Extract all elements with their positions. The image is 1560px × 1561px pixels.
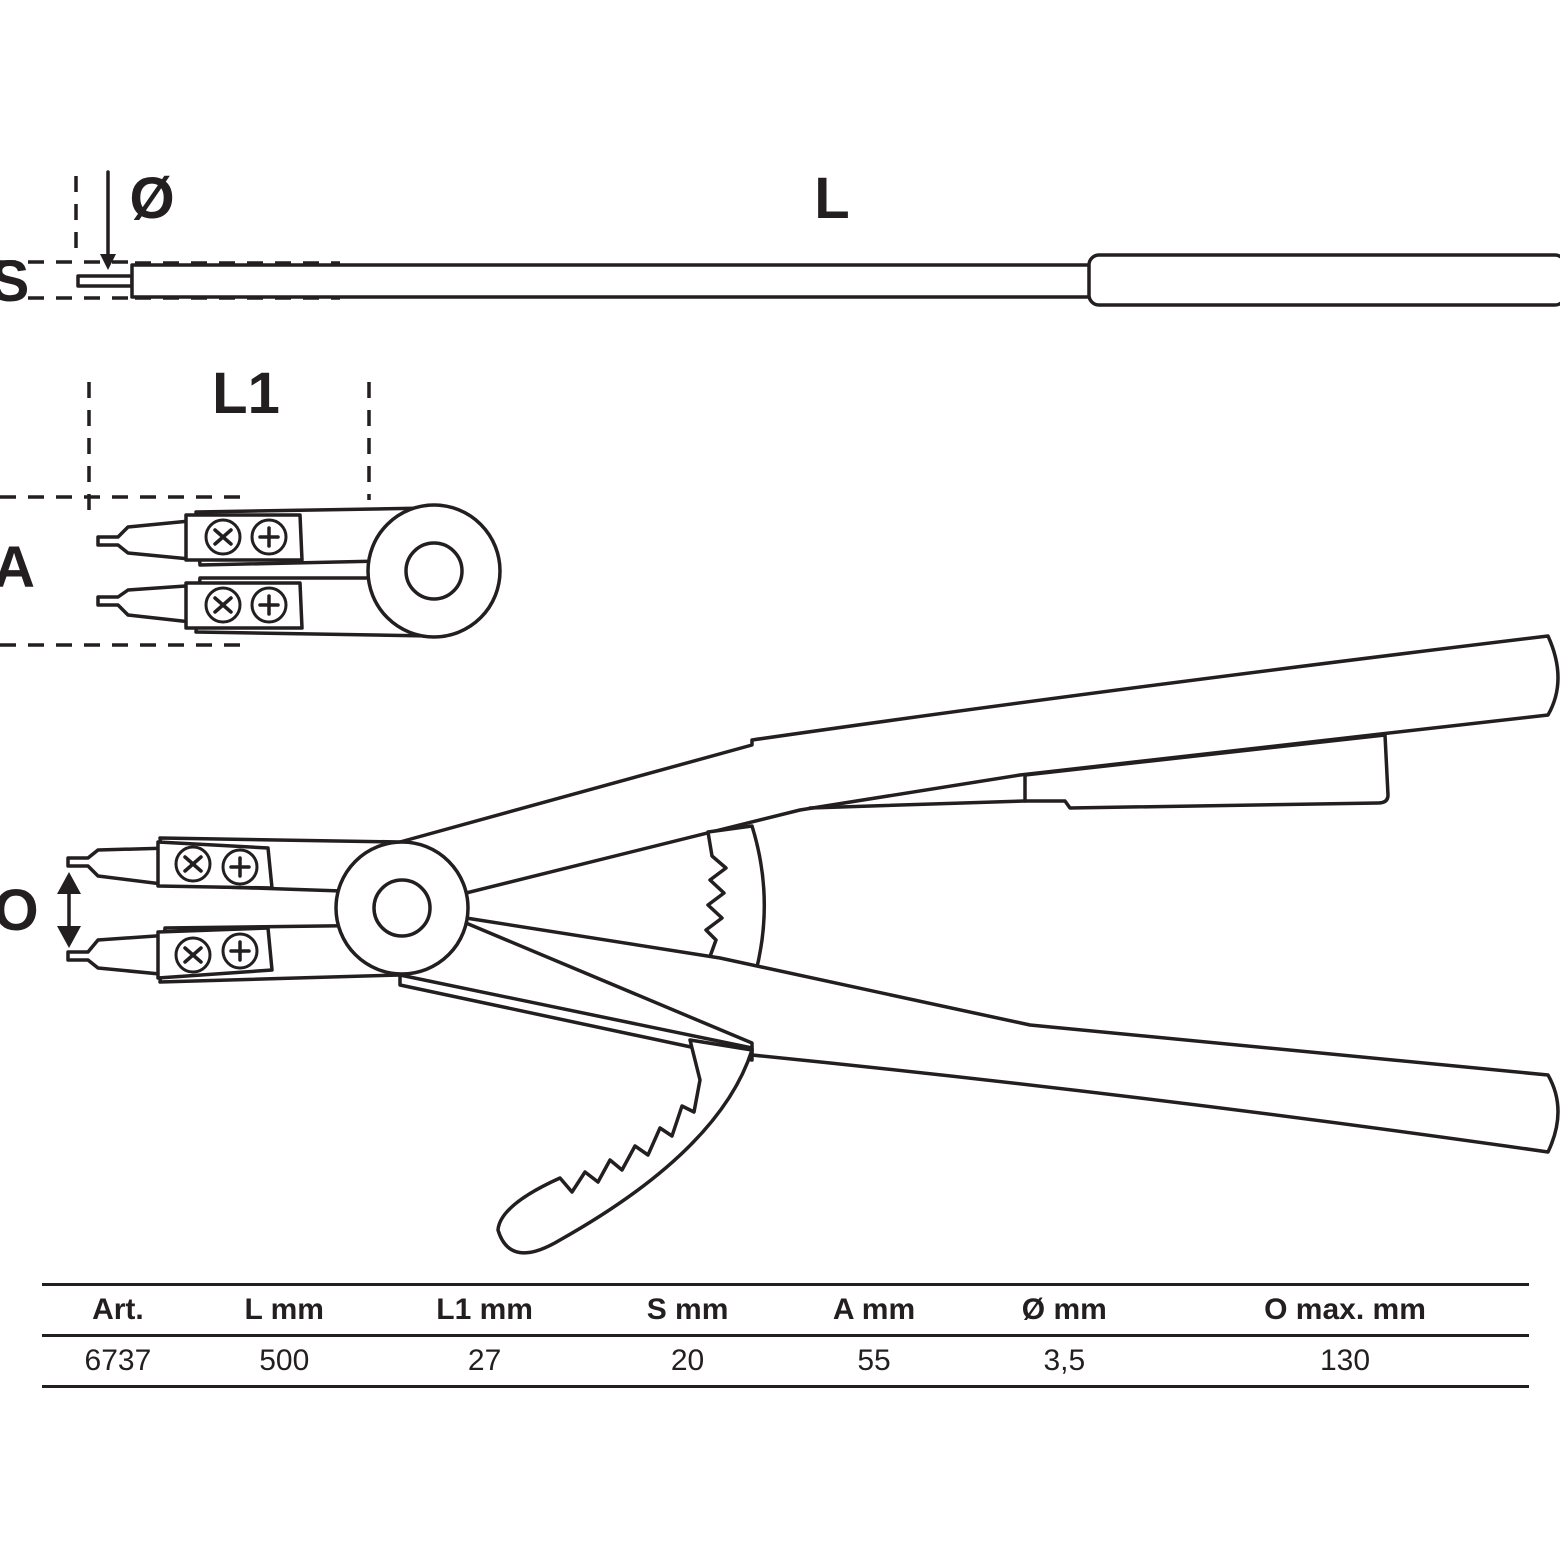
- header-art: Art.: [42, 1283, 194, 1337]
- label-a: A: [0, 535, 35, 600]
- diameter-arrow-head: [100, 254, 116, 270]
- header-l1: L1 mm: [374, 1283, 595, 1337]
- side-handle: [1087, 253, 1560, 307]
- open-upper-tip: [66, 846, 172, 887]
- label-s: S: [0, 249, 29, 314]
- cell-l: 500: [193, 1335, 375, 1388]
- o-arrow-down-icon: [57, 926, 81, 948]
- side-view: [0, 170, 1560, 307]
- cell-a: 55: [780, 1335, 968, 1388]
- spring-plate: [1023, 733, 1390, 810]
- o-arrow-up-icon: [57, 872, 81, 894]
- lower-handle-neck: [398, 973, 754, 1062]
- tip-pin: [76, 274, 134, 288]
- lower-handle: [464, 916, 1560, 1154]
- open-lower-tip: [66, 933, 172, 977]
- cell-diameter: 3,5: [967, 1335, 1162, 1388]
- side-shaft: [130, 263, 1094, 299]
- cell-l1: 27: [374, 1335, 595, 1388]
- ratchet-sector: [704, 824, 767, 977]
- table-header-row: Art. L mm L1 mm S mm A mm Ø mm O max. mm: [42, 1283, 1529, 1337]
- closed-tip-view: [0, 382, 502, 647]
- header-a: A mm: [780, 1283, 968, 1337]
- header-o-max: O max. mm: [1161, 1283, 1529, 1337]
- header-l: L mm: [193, 1283, 375, 1337]
- cell-o-max: 130: [1161, 1335, 1529, 1388]
- label-o: O: [0, 878, 39, 943]
- open-pivot-hole: [372, 878, 432, 938]
- spec-table: Art. L mm L1 mm S mm A mm Ø mm O max. mm…: [42, 1283, 1529, 1388]
- cell-s: 20: [594, 1335, 781, 1388]
- header-diameter: Ø mm: [967, 1283, 1162, 1337]
- open-pliers-view: [57, 634, 1560, 1255]
- table-row: 6737 500 27 20 55 3,5 130: [42, 1335, 1529, 1388]
- label-length: L: [814, 166, 849, 231]
- closed-pivot-hole: [404, 541, 464, 601]
- cell-art: 6737: [42, 1335, 194, 1388]
- upper-handle: [398, 634, 1560, 895]
- spring-edge: [808, 799, 1027, 810]
- label-l1: L1: [212, 361, 280, 426]
- header-s: S mm: [594, 1283, 781, 1337]
- label-diameter: Ø: [129, 166, 174, 231]
- lock-lever: [496, 1038, 754, 1255]
